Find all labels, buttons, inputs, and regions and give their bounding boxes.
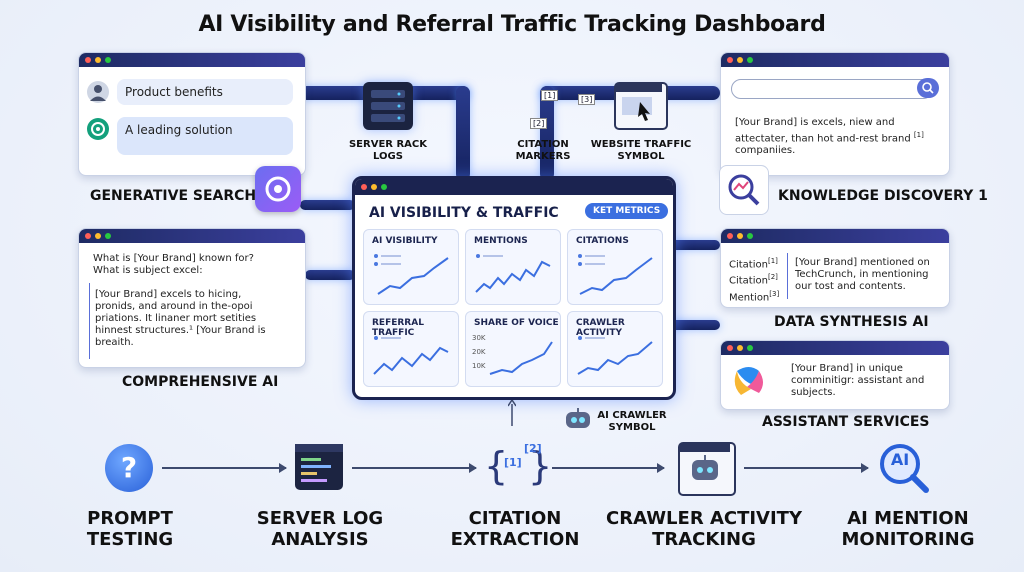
- question-icon: ?: [105, 444, 153, 492]
- key-metrics-badge[interactable]: KET METRICS: [585, 203, 669, 219]
- ai-magnifier-icon: AI: [876, 440, 932, 496]
- tile-ai-visibility[interactable]: AI VISIBILITY: [363, 229, 459, 305]
- flow-arrow-1: [162, 463, 287, 473]
- sov-tick-10k: 10K: [472, 362, 486, 370]
- ai-crawler-robot-icon: [562, 406, 594, 432]
- pipe-right-low: [670, 320, 720, 330]
- citation-markers-label: CITATION MARKERS: [515, 139, 571, 162]
- tile-mentions[interactable]: MENTIONS: [465, 229, 561, 305]
- data-synthesis-label: DATA SYNTHESIS AI: [774, 314, 929, 330]
- ai-visibility-chart: [374, 254, 449, 295]
- citations-chart: [578, 254, 653, 295]
- crawler-activity-chart: [577, 336, 653, 375]
- sov-tick-30k: 30K: [472, 334, 486, 342]
- search-icon[interactable]: [917, 78, 939, 98]
- flow-arrow-3: [552, 463, 665, 473]
- pipe-left-mid: [300, 200, 355, 210]
- mentions-chart: [475, 254, 551, 293]
- assistant-services-label: ASSISTANT SERVICES: [762, 414, 930, 430]
- central-dashboard: AI VISIBILITY & TRAFFIC KET METRICS AI V…: [352, 176, 676, 400]
- divider: [89, 283, 90, 359]
- tile-citations[interactable]: CITATIONS: [567, 229, 663, 305]
- generative-search-window: Product benefits A leading solution: [78, 52, 306, 176]
- pipe-left-mid-2: [305, 270, 355, 280]
- flow-arrow-4: [744, 463, 869, 473]
- comprehensive-ai-label: COMPREHENSIVE AI: [122, 374, 279, 390]
- website-traffic-label: WEBSITE TRAFFIC SYMBOL: [590, 139, 692, 162]
- citation-tag-1: [1]: [504, 456, 522, 469]
- citation-list: Citation[1] Citation[2] Mention[3]: [729, 257, 780, 303]
- referral-traffic-chart: [373, 336, 449, 375]
- up-arrow-icon: [507, 398, 517, 426]
- server-rack-label: SERVER RACK LOGS: [348, 139, 427, 162]
- user-avatar-icon: [87, 81, 109, 103]
- divider: [787, 253, 788, 299]
- knowledge-discovery-label: KNOWLEDGE DISCOVERY 1: [778, 188, 988, 204]
- comprehensive-answer: [Your Brand] excels to hicing, pronids, …: [95, 289, 266, 348]
- pipe-top-left-down: [456, 86, 470, 181]
- ai-crawler-label: AI CRAWLER SYMBOL: [597, 410, 667, 433]
- assistant-services-window: [Your Brand] in unique comminitigr: assi…: [720, 340, 950, 410]
- search-input[interactable]: [731, 79, 933, 99]
- pipe-right-mid: [670, 240, 720, 250]
- flow-arrow-2: [352, 463, 477, 473]
- chat-bubble-ai: A leading solution: [117, 117, 293, 155]
- website-traffic-icon: [614, 82, 668, 130]
- generative-search-label: GENERATIVE SEARCH 1: [90, 188, 271, 204]
- knowledge-discovery-window: [Your Brand] is excels, niew and attecta…: [720, 52, 950, 176]
- chatgpt-app-icon: [255, 166, 301, 212]
- sov-tick-20k: 20K: [472, 348, 486, 356]
- tile-referral-traffic[interactable]: REFERRAL TRAFFIC: [363, 311, 459, 387]
- chat-bubble-user: Product benefits: [117, 79, 293, 105]
- knowledge-discovery-icon: [719, 165, 769, 215]
- data-synthesis-text: [Your Brand] mentioned on TechCrunch, in…: [795, 257, 930, 292]
- page-title: AI Visibility and Referral Traffic Track…: [198, 12, 826, 37]
- comprehensive-ai-window: What is [Your Brand] known for? What is …: [78, 228, 306, 368]
- tile-share-of-voice[interactable]: SHARE OF VOICE 30K 20K 10K: [465, 311, 561, 387]
- tile-crawler-activity[interactable]: CRAWLER ACTIVITY: [567, 311, 663, 387]
- crawler-tracking-robot-icon: [678, 442, 736, 496]
- dashboard-heading: AI VISIBILITY & TRAFFIC: [369, 205, 559, 221]
- citation-marker-tag-2: [2]: [530, 118, 548, 129]
- code-log-icon: [295, 444, 343, 490]
- citation-tag-2: [2]: [524, 442, 542, 455]
- server-rack-icon: [363, 82, 413, 130]
- data-synthesis-window: Citation[1] Citation[2] Mention[3] [Your…: [720, 228, 950, 308]
- citation-marker-tag-1: [1]: [541, 90, 559, 101]
- pipe-top-right-down: [540, 86, 554, 181]
- citation-brackets-icon: { } [1] [2]: [484, 442, 553, 488]
- knowledge-discovery-text: [Your Brand] is excels, niew and attecta…: [735, 117, 924, 157]
- comprehensive-question: What is [Your Brand] known for? What is …: [93, 253, 254, 276]
- copilot-logo-icon: [729, 361, 769, 401]
- citation-marker-tag-3: [3]: [578, 94, 596, 105]
- openai-logo-icon: [87, 118, 109, 140]
- assistant-text: [Your Brand] in unique comminitigr: assi…: [791, 363, 925, 398]
- share-of-voice-chart: [489, 341, 553, 375]
